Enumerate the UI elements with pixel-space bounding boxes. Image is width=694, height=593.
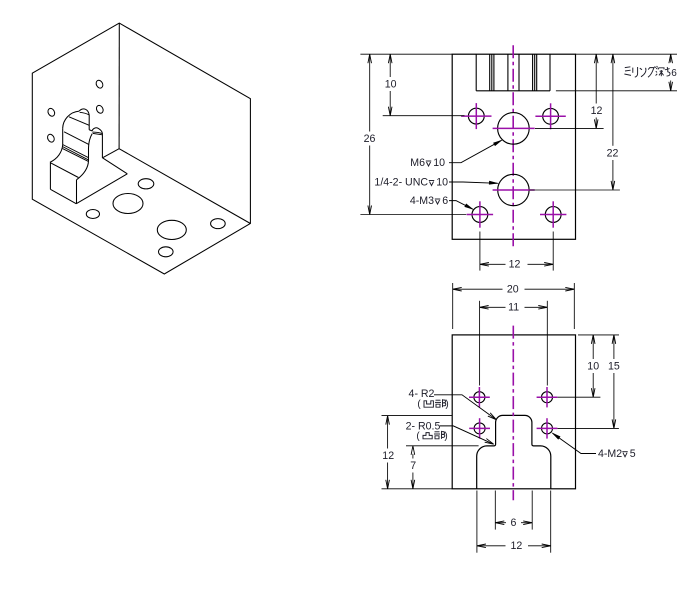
svg-text:6: 6 [511, 517, 517, 529]
svg-text:5: 5 [630, 448, 636, 460]
svg-text:10: 10 [433, 157, 445, 169]
svg-text:4-M2: 4-M2 [598, 448, 622, 460]
svg-text:(: ( [417, 399, 421, 410]
svg-text:12: 12 [509, 259, 521, 271]
svg-text:6: 6 [442, 195, 448, 207]
svg-text:): ) [445, 399, 448, 410]
svg-text:4-M3: 4-M3 [410, 195, 434, 207]
svg-text:12: 12 [511, 540, 523, 552]
svg-text:6: 6 [671, 68, 677, 79]
svg-text:26: 26 [364, 133, 376, 145]
svg-text:10: 10 [587, 360, 599, 372]
svg-text:12: 12 [382, 450, 394, 462]
svg-text:12: 12 [591, 105, 603, 117]
svg-text:20: 20 [507, 284, 519, 296]
svg-text:7: 7 [410, 460, 416, 472]
svg-text:15: 15 [608, 360, 620, 372]
svg-text:M6: M6 [410, 157, 425, 169]
svg-text:4- R2: 4- R2 [409, 388, 435, 400]
svg-text:22: 22 [607, 147, 619, 159]
svg-text:1/4-2- UNC: 1/4-2- UNC [374, 177, 428, 189]
svg-text:10: 10 [385, 79, 397, 91]
svg-text:10: 10 [436, 177, 448, 189]
svg-text:11: 11 [508, 302, 519, 314]
svg-text:2- R0.5: 2- R0.5 [406, 420, 441, 432]
svg-text:(: ( [416, 431, 420, 442]
svg-text:): ) [444, 431, 447, 442]
